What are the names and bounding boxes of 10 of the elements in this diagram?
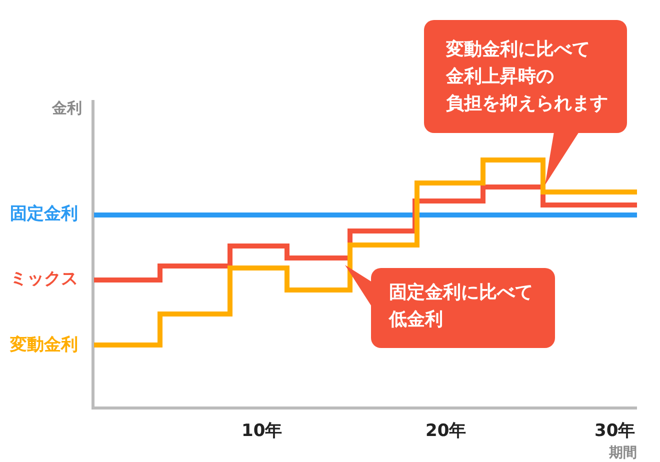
callout-text: 固定金利に比べて低金利 bbox=[389, 281, 534, 332]
series-label: ミックス bbox=[10, 271, 78, 288]
axis-title: 期間 bbox=[609, 446, 637, 460]
series-label: 変動金利 bbox=[10, 337, 78, 354]
tick-label: 10年 bbox=[242, 423, 282, 440]
callout-text: 変動金利に比べて金利上昇時の負担を抑えられます bbox=[446, 38, 609, 116]
tick-label: 20年 bbox=[426, 423, 466, 440]
series-label: 固定金利 bbox=[10, 206, 78, 223]
axis-title: 金利 bbox=[52, 101, 82, 116]
tick-label: 30年 bbox=[594, 423, 636, 440]
